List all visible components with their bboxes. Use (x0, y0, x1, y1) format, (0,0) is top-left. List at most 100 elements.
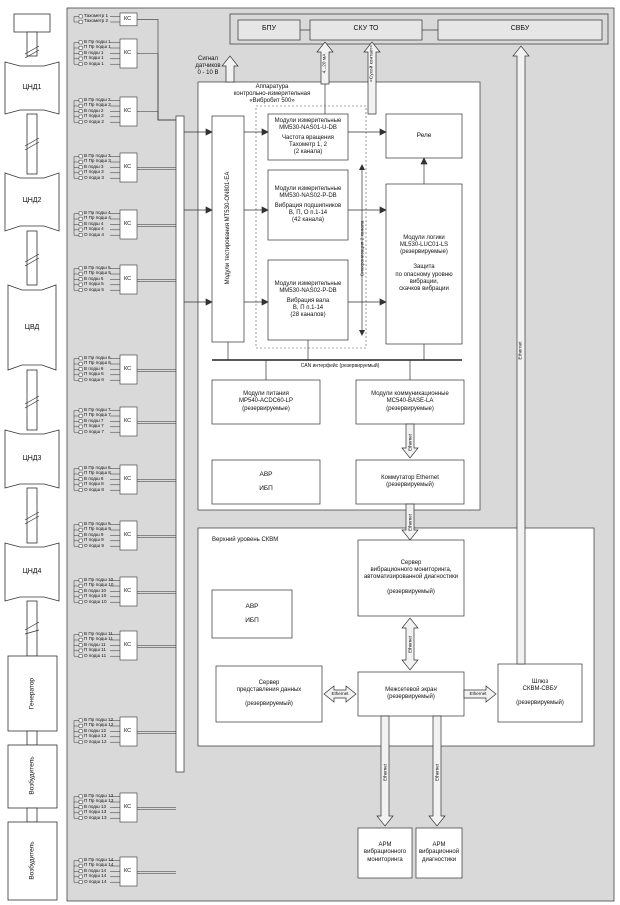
sensor-label: О подш 12 (84, 738, 107, 744)
sensor-label: П подш 6 (84, 371, 104, 377)
sku-label: СКУ ТО (353, 25, 379, 32)
relay-block: Реле (416, 132, 432, 140)
signal-collector-bar (175, 115, 185, 773)
ks-label: КС (124, 728, 132, 734)
bpu-label: БПУ (261, 25, 277, 32)
lpc3-label: ЦНД3 (22, 455, 42, 462)
sensor-label: П Пр подш 4 (84, 215, 111, 221)
sensor-marker (78, 19, 83, 24)
sensor-marker (78, 159, 83, 164)
sensor-marker (78, 367, 83, 372)
sensor-label: П подш 12 (84, 733, 107, 739)
sensor-marker (78, 810, 83, 815)
sensor-marker (78, 227, 83, 232)
sensor-label: П Пр подш 7 (84, 412, 111, 418)
sensor-marker (78, 538, 83, 543)
sensor-marker (78, 14, 83, 19)
sensor-label: В Пр подш 1 (84, 39, 111, 44)
sensor-label: В подш 4 (84, 220, 104, 226)
ks-label: КС (124, 366, 132, 372)
sensor-marker (78, 216, 83, 221)
sensor-marker (78, 589, 83, 594)
sensor-marker (78, 723, 83, 728)
sensor-label: П Пр подш 1 (84, 44, 111, 50)
sensor-marker (78, 282, 83, 287)
sensor-label: П Пр подш 14 (84, 862, 114, 868)
sensor-label: П подш 13 (84, 809, 107, 815)
sensor-marker (78, 120, 83, 124)
sensor-marker (78, 718, 83, 723)
sensor-label: В Пр подш 11 (84, 631, 113, 636)
sensor-group-1 (74, 13, 112, 26)
sensor-label: Тахометр 1 (84, 13, 109, 18)
sensor-label: В подш 1 (84, 49, 104, 55)
sensor-label: В подш 9 (84, 531, 104, 537)
sensor-label: О подш 13 (84, 814, 107, 820)
sensor-label: В Пр подш 14 (84, 857, 114, 862)
sensor-label: П подш 3 (84, 169, 104, 175)
sensor-label: В подш 12 (84, 727, 107, 733)
sensor-label: В подш 10 (84, 587, 107, 593)
ks-label: КС (124, 276, 132, 282)
lpc2-label: ЦНД2 (22, 197, 42, 204)
sensor-label: В Пр подш 7 (84, 407, 111, 412)
dry-contact-label: «Сухой контакт» (369, 45, 375, 82)
sensor-label: П Пр подш 9 (84, 526, 111, 532)
sensor-label: П подш 2 (84, 113, 104, 119)
sensor-label: П Пр подш 6 (84, 360, 111, 366)
sensor-label: О подш 9 (84, 542, 104, 548)
sensor-label: В подш 8 (84, 475, 104, 481)
svbu-ethernet-label: Ethernet (518, 341, 524, 360)
sensor-label: П подш 10 (84, 593, 107, 599)
sensor-label: О подш 1 (84, 60, 104, 66)
sensor-marker (78, 277, 83, 282)
sensor-marker (78, 372, 83, 377)
sensor-marker (78, 471, 83, 476)
firewall-block: Межсетевой экран(резервируемый) (385, 686, 437, 700)
sensor-label: В Пр подш 13 (84, 793, 114, 798)
sensor-marker (78, 488, 83, 492)
sensor-marker (78, 583, 83, 588)
sensor-marker (78, 799, 83, 804)
sensor-marker (78, 98, 83, 103)
sensor-marker (78, 594, 83, 599)
sensor-marker (78, 869, 83, 874)
sensor-marker (78, 477, 83, 482)
sensor-label: П Пр подш 12 (84, 722, 114, 728)
sensor-marker (78, 600, 83, 604)
sensor-marker (78, 805, 83, 810)
sensor-label: О подш 8 (84, 486, 104, 492)
sensor-label: О подш 2 (84, 118, 104, 124)
sensor-marker (78, 544, 83, 548)
sensor-label: П подш 5 (84, 281, 104, 287)
sensor-marker (78, 288, 83, 292)
ks-label: КС (124, 15, 132, 22)
sensor-label: О подш 4 (84, 231, 104, 237)
ks-label: КС (124, 221, 132, 227)
sensor-marker (78, 632, 83, 637)
sensor-label: В Пр подш 5 (84, 265, 111, 270)
lpc1-label: ЦНД1 (22, 84, 42, 91)
sensor-marker (78, 176, 83, 180)
sensor-label: В Пр подш 8 (84, 465, 111, 470)
sensor-label: П подш 8 (84, 481, 104, 487)
sensor-marker (78, 424, 83, 429)
turbine-shaft (4, 13, 60, 901)
sensor-marker (78, 654, 83, 658)
sensor-marker (78, 413, 83, 418)
arm1-ethernet-label: Ethernet (382, 764, 388, 782)
ks-label: КС (124, 418, 132, 424)
sensor-marker (78, 361, 83, 366)
sensor-label: П Пр подш 11 (84, 636, 114, 642)
sync-label: Синхронизация 2 канала (360, 220, 366, 277)
sensor-label: В Пр подш 10 (84, 577, 114, 582)
sensor-label: О подш 7 (84, 428, 104, 434)
sensor-marker (78, 874, 83, 879)
sensor-marker (78, 729, 83, 734)
